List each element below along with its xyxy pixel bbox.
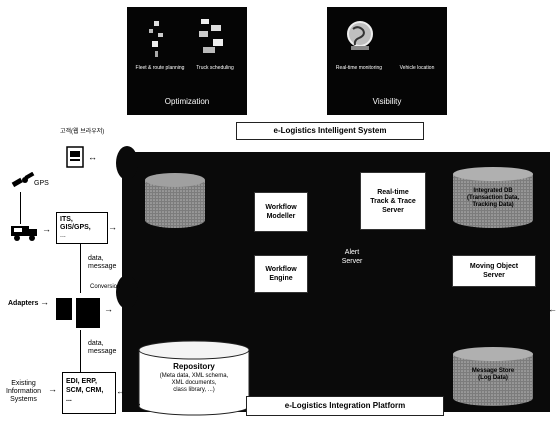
visibility-item-2: Vehicle location [399, 65, 435, 71]
satellite-icon [10, 171, 36, 194]
repository-items: (Meta data, XML schema, XML documents, c… [159, 373, 229, 393]
moving-object-server-box: Moving Object Server [452, 255, 536, 287]
intelligent-system-title: e-Logistics Intelligent System [236, 122, 424, 140]
conversion-label: Conversion [90, 284, 121, 290]
adapter-block-1 [56, 298, 72, 320]
optimization-panel: Fleet & route planning Truck scheduling … [127, 7, 247, 115]
intelligent-system-title-text: e-Logistics Intelligent System [273, 126, 387, 135]
alert-server-label: Alert Server [341, 249, 363, 265]
realtime-server-box: Real-time Track & Trace Server [360, 172, 426, 230]
platform-edge-oval-bottom [116, 275, 138, 309]
data-cylinder-icon [144, 172, 206, 230]
data-message-label-2: data, message [88, 340, 117, 355]
workflow-engine-box: Workflow Engine [254, 255, 308, 293]
integrated-db-cylinder [452, 166, 534, 230]
integration-platform-title-text: e-Logistics Integration Platform [284, 401, 406, 410]
adapters-arrow-icon: → [40, 297, 49, 307]
erp-box: EDI, ERP, SCM, CRM, ... [62, 372, 116, 414]
data-flow-line-1 [80, 243, 81, 293]
data-flow-line-2 [80, 330, 81, 374]
erp-label: EDI, ERP, SCM, CRM, ... [66, 378, 104, 403]
customer-label: 고객(웹 브라우저) [60, 129, 105, 135]
workflow-modeller-label: Workflow Modeller [265, 204, 297, 220]
realtime-server-label: Real-time Track & Trace Server [370, 188, 416, 214]
its-box: ITS, GIS/GPS, ... [56, 212, 108, 244]
erp-arrow-icon: ↔ [116, 386, 125, 396]
optimization-item-2: Truck scheduling [196, 65, 234, 71]
right-arrow-icon: ← [548, 304, 557, 314]
globe-icon [345, 19, 375, 53]
visibility-item-1: Real-time monitoring [335, 65, 383, 71]
its-arrow-icon: → [108, 222, 117, 232]
message-store-label: Message Store (Log Data) [471, 368, 515, 381]
optimization-caption: Optimization [164, 97, 210, 106]
integration-platform-title: e-Logistics Integration Platform [246, 396, 444, 416]
workflow-engine-label: Workflow Engine [265, 266, 297, 282]
gps-signal-line [20, 192, 21, 224]
gps-label: GPS [34, 180, 49, 187]
browser-arrow-icon: ↔ [88, 152, 97, 162]
message-store-cylinder [452, 346, 534, 408]
existing-arrow-icon: → [48, 384, 57, 394]
route-planning-icon [145, 19, 167, 59]
its-sub-label: ... [60, 232, 66, 239]
vehicle-icon [10, 222, 40, 242]
existing-systems-label: Existing Information Systems [6, 380, 42, 403]
truck-schedule-icon [195, 17, 229, 59]
repository-cylinder [138, 340, 250, 416]
adapters-label: Adapters [8, 300, 39, 307]
data-message-label-1: data, message [88, 255, 117, 270]
adapter-block-2 [76, 298, 100, 328]
integrated-db-label: Integrated DB (Transaction Data, Trackin… [466, 188, 519, 208]
workflow-modeller-box: Workflow Modeller [254, 192, 308, 232]
visibility-caption: Visibility [372, 97, 402, 106]
visibility-panel: Real-time monitoring Vehicle location Vi… [327, 7, 447, 115]
vehicle-arrow-icon: → [42, 224, 51, 234]
optimization-item-1: Fleet & route planning [135, 65, 185, 71]
platform-edge-oval-top [116, 146, 138, 180]
web-browser-icon [66, 146, 84, 168]
adapter-platform-arrow-icon: → [104, 304, 113, 314]
repository-title: Repository [173, 362, 215, 371]
moving-object-server-label: Moving Object Server [469, 263, 519, 279]
its-label: ITS, GIS/GPS, [60, 216, 91, 231]
